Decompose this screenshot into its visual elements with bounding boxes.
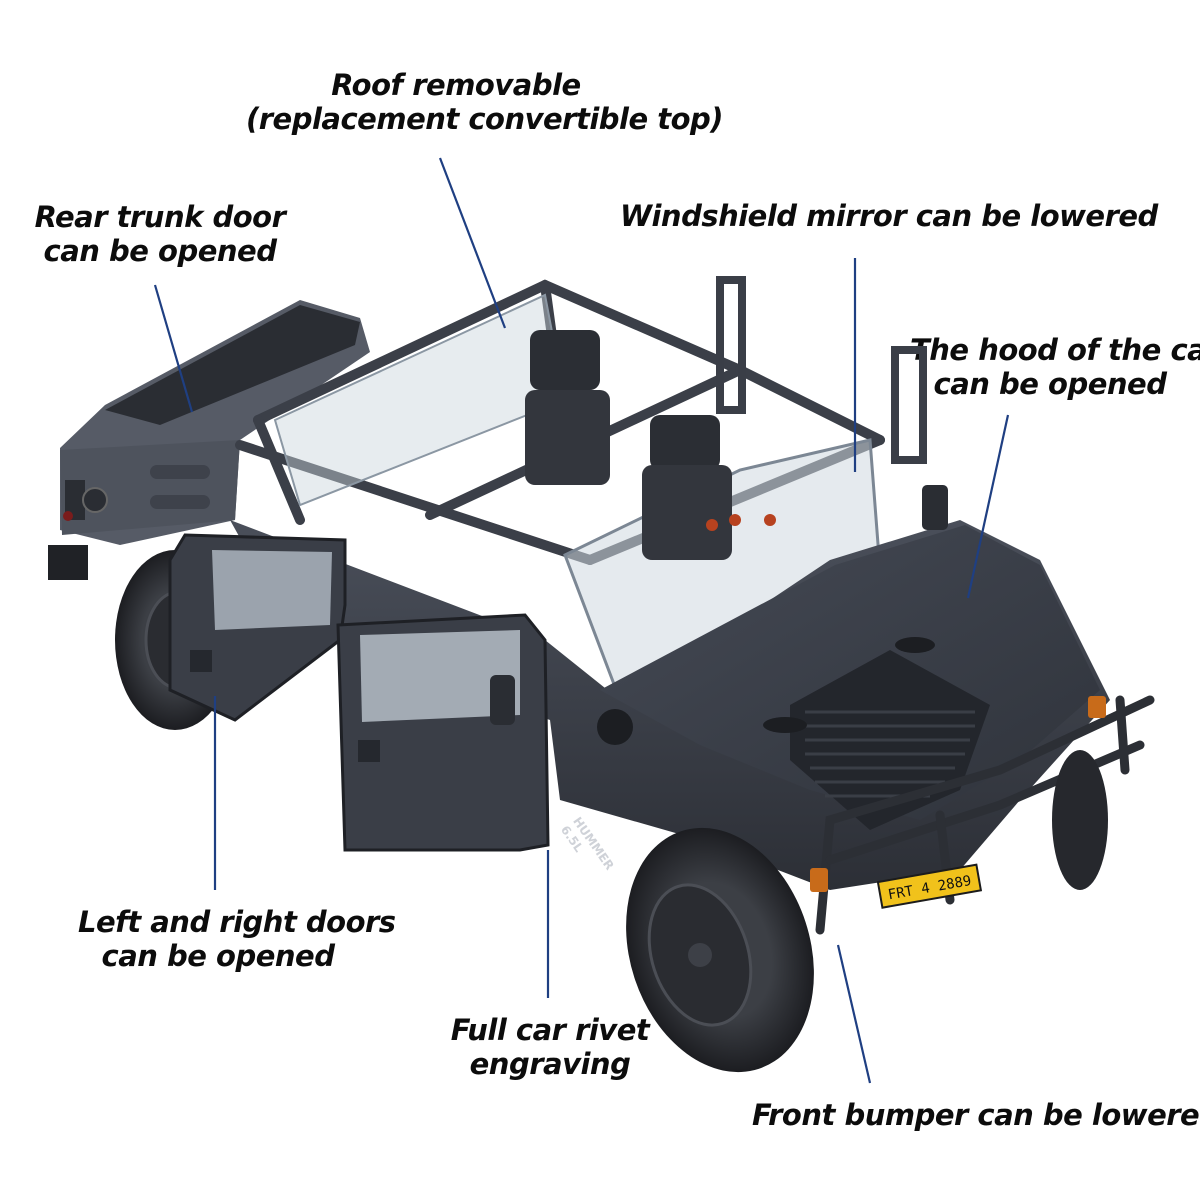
- front-left-door: [336, 613, 550, 852]
- leader-line-rear-trunk: [153, 284, 194, 413]
- front-right-wheel: [1052, 750, 1108, 890]
- callout-windshield-line1: Windshield mirror can be lowered: [620, 199, 1158, 233]
- callout-rear-trunk-door: Rear trunk door can be opened: [30, 200, 290, 268]
- right-door-frame: [891, 346, 927, 464]
- front-wheel: [626, 827, 814, 1073]
- leader-line-roof: [438, 157, 507, 329]
- callout-rear-trunk-line2: can be opened: [43, 234, 277, 268]
- hummer-badge: HUMMER 6.5L: [558, 814, 617, 872]
- callout-doors-line1: Left and right doors: [78, 905, 396, 939]
- leader-line-hood: [966, 414, 1010, 599]
- rear-left-door: [168, 533, 347, 722]
- callout-leader-lines: [153, 157, 1010, 1084]
- callout-hood: The hood of the car can be opened: [910, 333, 1200, 401]
- right-side-mirror: [922, 485, 948, 530]
- callout-roof-line1: Roof removable: [331, 68, 581, 102]
- callout-roof-line2: (replacement convertible top): [246, 102, 724, 136]
- rear-right-door-frame: [716, 276, 746, 414]
- callout-bumper-line1: Front bumper can be lowered: [752, 1098, 1200, 1132]
- leader-line-bumper: [836, 944, 872, 1084]
- callout-rivet-line1: Full car rivet: [450, 1013, 650, 1047]
- callout-rear-trunk-line1: Rear trunk door: [34, 200, 286, 234]
- callout-front-bumper: Front bumper can be lowered: [752, 1098, 1200, 1132]
- lights: [706, 514, 1106, 892]
- callout-rivet-line2: engraving: [469, 1047, 631, 1081]
- callout-hood-line1: The hood of the car: [910, 333, 1200, 367]
- seats: [525, 330, 732, 560]
- callout-rivet-engraving: Full car rivet engraving: [440, 1013, 660, 1081]
- callout-doors: Left and right doors can be opened: [78, 905, 396, 973]
- callout-roof-removable: Roof removable (replacement convertible …: [246, 68, 724, 136]
- callout-hood-line2: can be opened: [933, 367, 1167, 401]
- callout-windshield-mirror: Windshield mirror can be lowered: [620, 199, 1158, 233]
- callout-doors-line2: can be opened: [101, 939, 335, 973]
- rear-cargo-bed: [48, 300, 370, 580]
